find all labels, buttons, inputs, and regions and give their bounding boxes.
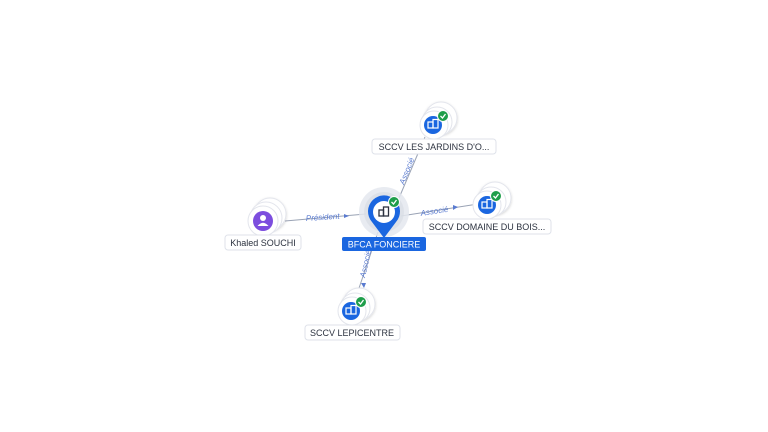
edge-president: Président xyxy=(284,212,367,223)
node-label: Khaled SOUCHI xyxy=(230,238,296,248)
node-label: SCCV LEPICENTRE xyxy=(310,328,394,338)
verified-badge-icon xyxy=(490,190,502,202)
verified-badge-icon xyxy=(388,196,400,208)
verified-badge-icon xyxy=(437,110,449,122)
node-sccv-les-jardins[interactable]: SCCV LES JARDINS D'O... xyxy=(371,101,497,155)
edge-arrow xyxy=(344,214,349,218)
node-bfca-fonciere[interactable]: BFCA FONCIERE xyxy=(342,187,426,251)
center-node-label: BFCA FONCIERE xyxy=(348,240,421,250)
edge-arrow xyxy=(453,205,458,210)
verified-badge-icon xyxy=(355,296,367,308)
building-icon xyxy=(378,206,390,217)
edge-label-associe-1: Associé xyxy=(397,156,416,187)
edge-label-president: Président xyxy=(306,212,341,223)
node-sccv-domaine-du-bois[interactable]: SCCV DOMAINE DU BOIS... xyxy=(422,181,552,235)
edge-label-associe-2: Associé xyxy=(419,205,450,219)
building-icon xyxy=(342,302,360,320)
person-icon xyxy=(253,211,273,231)
node-label: SCCV LES JARDINS D'O... xyxy=(379,142,490,152)
edge-associe-2: Associé xyxy=(400,203,479,219)
building-icon xyxy=(478,196,496,214)
edge-arrow xyxy=(361,283,366,288)
node-sccv-lepicentre[interactable]: SCCV LEPICENTRE xyxy=(304,287,401,341)
node-khaled-souchi[interactable]: Khaled SOUCHI xyxy=(224,197,302,251)
edge-label-associe-3: Associé xyxy=(358,249,373,280)
node-label: SCCV DOMAINE DU BOIS... xyxy=(429,222,546,232)
building-icon xyxy=(424,116,442,134)
